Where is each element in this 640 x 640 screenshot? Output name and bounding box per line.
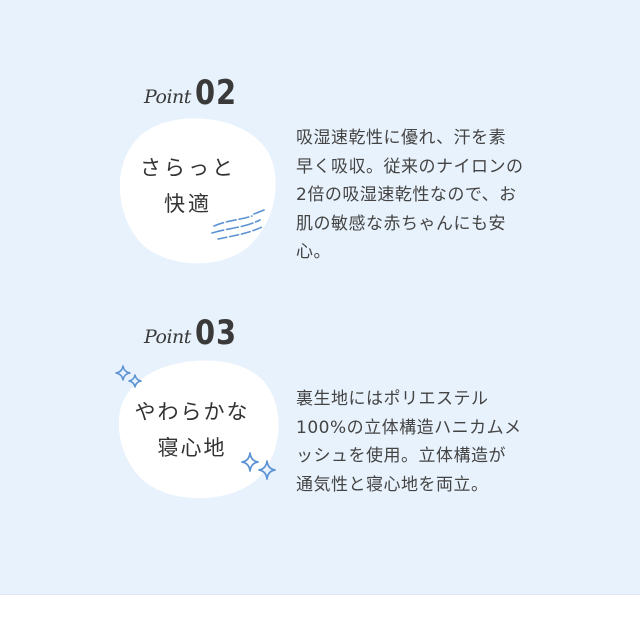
feature-title-03: やわらかな 寝心地: [122, 394, 262, 466]
point-number: 03: [194, 313, 237, 353]
point-number: 02: [194, 73, 237, 113]
wind-lines-icon: [211, 209, 265, 240]
title-line: やわらかな: [134, 400, 250, 424]
sparkle-icon: [115, 365, 142, 388]
description-03: 裏生地にはポリエステル 100%の立体構造ハニカムメ ッシュを使用。立体構造が …: [296, 385, 522, 499]
point-word: Point: [144, 326, 191, 348]
desc-line: 心。: [296, 242, 331, 262]
desc-line: 100%の立体構造ハニカムメ: [296, 417, 522, 438]
desc-line: 2倍の吸湿速乾性なので、お: [296, 185, 517, 205]
point-03-label: Point 03: [144, 316, 244, 350]
blob-shape: [118, 360, 279, 499]
title-line: 寝心地: [157, 436, 227, 460]
description-02: 吸湿速乾性に優れ、汗を素 早く吸収。従来のナイロンの 2倍の吸湿速乾性なので、お…: [296, 124, 524, 267]
desc-line: 裏生地にはポリエステル: [296, 389, 489, 409]
feature-panel: [0, 0, 640, 595]
feature-title-02: さらっと 快適: [128, 150, 248, 222]
sparkle-icon: [241, 452, 276, 480]
desc-line: 吸湿速乾性に優れ、汗を素: [296, 128, 507, 148]
desc-line: 早く吸収。従来のナイロンの: [296, 156, 524, 177]
title-line: さらっと: [140, 156, 236, 180]
desc-line: 通気性と寝心地を両立。: [296, 474, 489, 495]
point-word: Point: [144, 86, 191, 108]
desc-line: 肌の敏感な赤ちゃんにも安: [296, 213, 506, 234]
title-line: 快適: [164, 192, 212, 216]
desc-line: ッシュを使用。立体構造が: [296, 446, 506, 466]
point-02-label: Point 02: [144, 76, 244, 110]
